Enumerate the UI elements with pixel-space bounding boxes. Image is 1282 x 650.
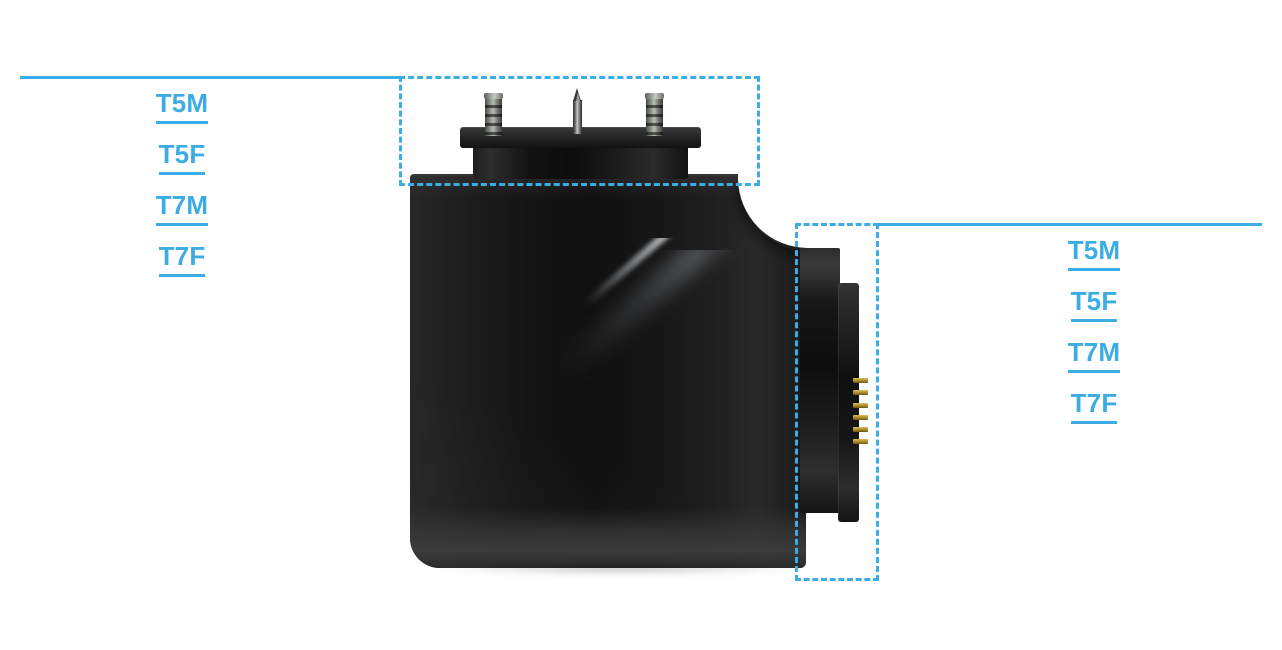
variant-option-left-t5m[interactable]: T5M (155, 90, 209, 124)
variant-option-right-t5m[interactable]: T5M (1067, 237, 1121, 271)
housing-specular-highlight (576, 238, 786, 388)
connector-housing-body (410, 174, 806, 568)
variant-option-left-t7f[interactable]: T7F (158, 243, 206, 277)
callout-box-side-port (795, 223, 879, 581)
variant-option-right-t7f[interactable]: T7F (1070, 390, 1118, 424)
variant-list-left: T5M T5F T7M T7F (90, 90, 274, 277)
variant-option-left-t7m[interactable]: T7M (155, 192, 209, 226)
leader-line-right (878, 223, 1262, 226)
variant-option-right-t7m[interactable]: T7M (1067, 339, 1121, 373)
ground-shadow (430, 560, 810, 576)
variant-list-right: T5M T5F T7M T7F (1002, 237, 1186, 424)
housing-lower-facet (410, 174, 806, 568)
housing-bottom-face (410, 508, 806, 568)
leader-line-left (20, 76, 400, 79)
variant-option-right-t5f[interactable]: T5F (1070, 288, 1118, 322)
callout-box-top-port (399, 76, 760, 186)
housing-soft-glow (560, 250, 810, 420)
variant-option-left-t5f[interactable]: T5F (158, 141, 206, 175)
